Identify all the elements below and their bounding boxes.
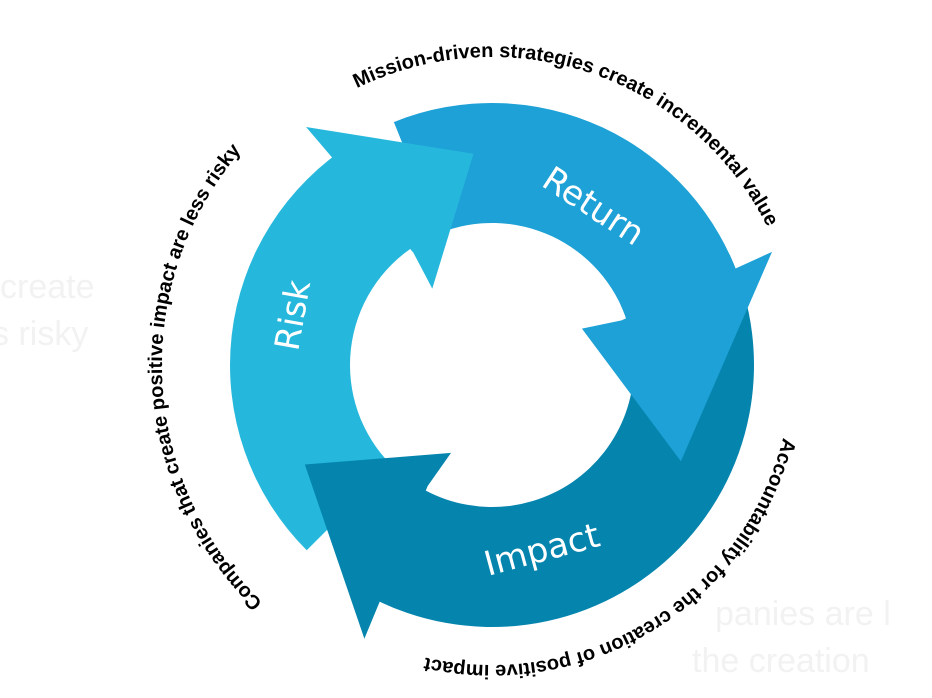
impact-arrowhead	[304, 452, 452, 639]
ghost-text-left-1: create	[0, 268, 95, 306]
risk-arrow-body	[229, 142, 417, 551]
return-arrow-body	[393, 102, 742, 322]
ghost-text-left-2: s risky	[0, 315, 88, 353]
ghost-text-right-2: the creation	[692, 642, 870, 680]
ghost-text-right-1: panies are l	[715, 595, 891, 633]
risk-arrowhead	[306, 127, 474, 289]
return-arrowhead	[581, 251, 773, 462]
